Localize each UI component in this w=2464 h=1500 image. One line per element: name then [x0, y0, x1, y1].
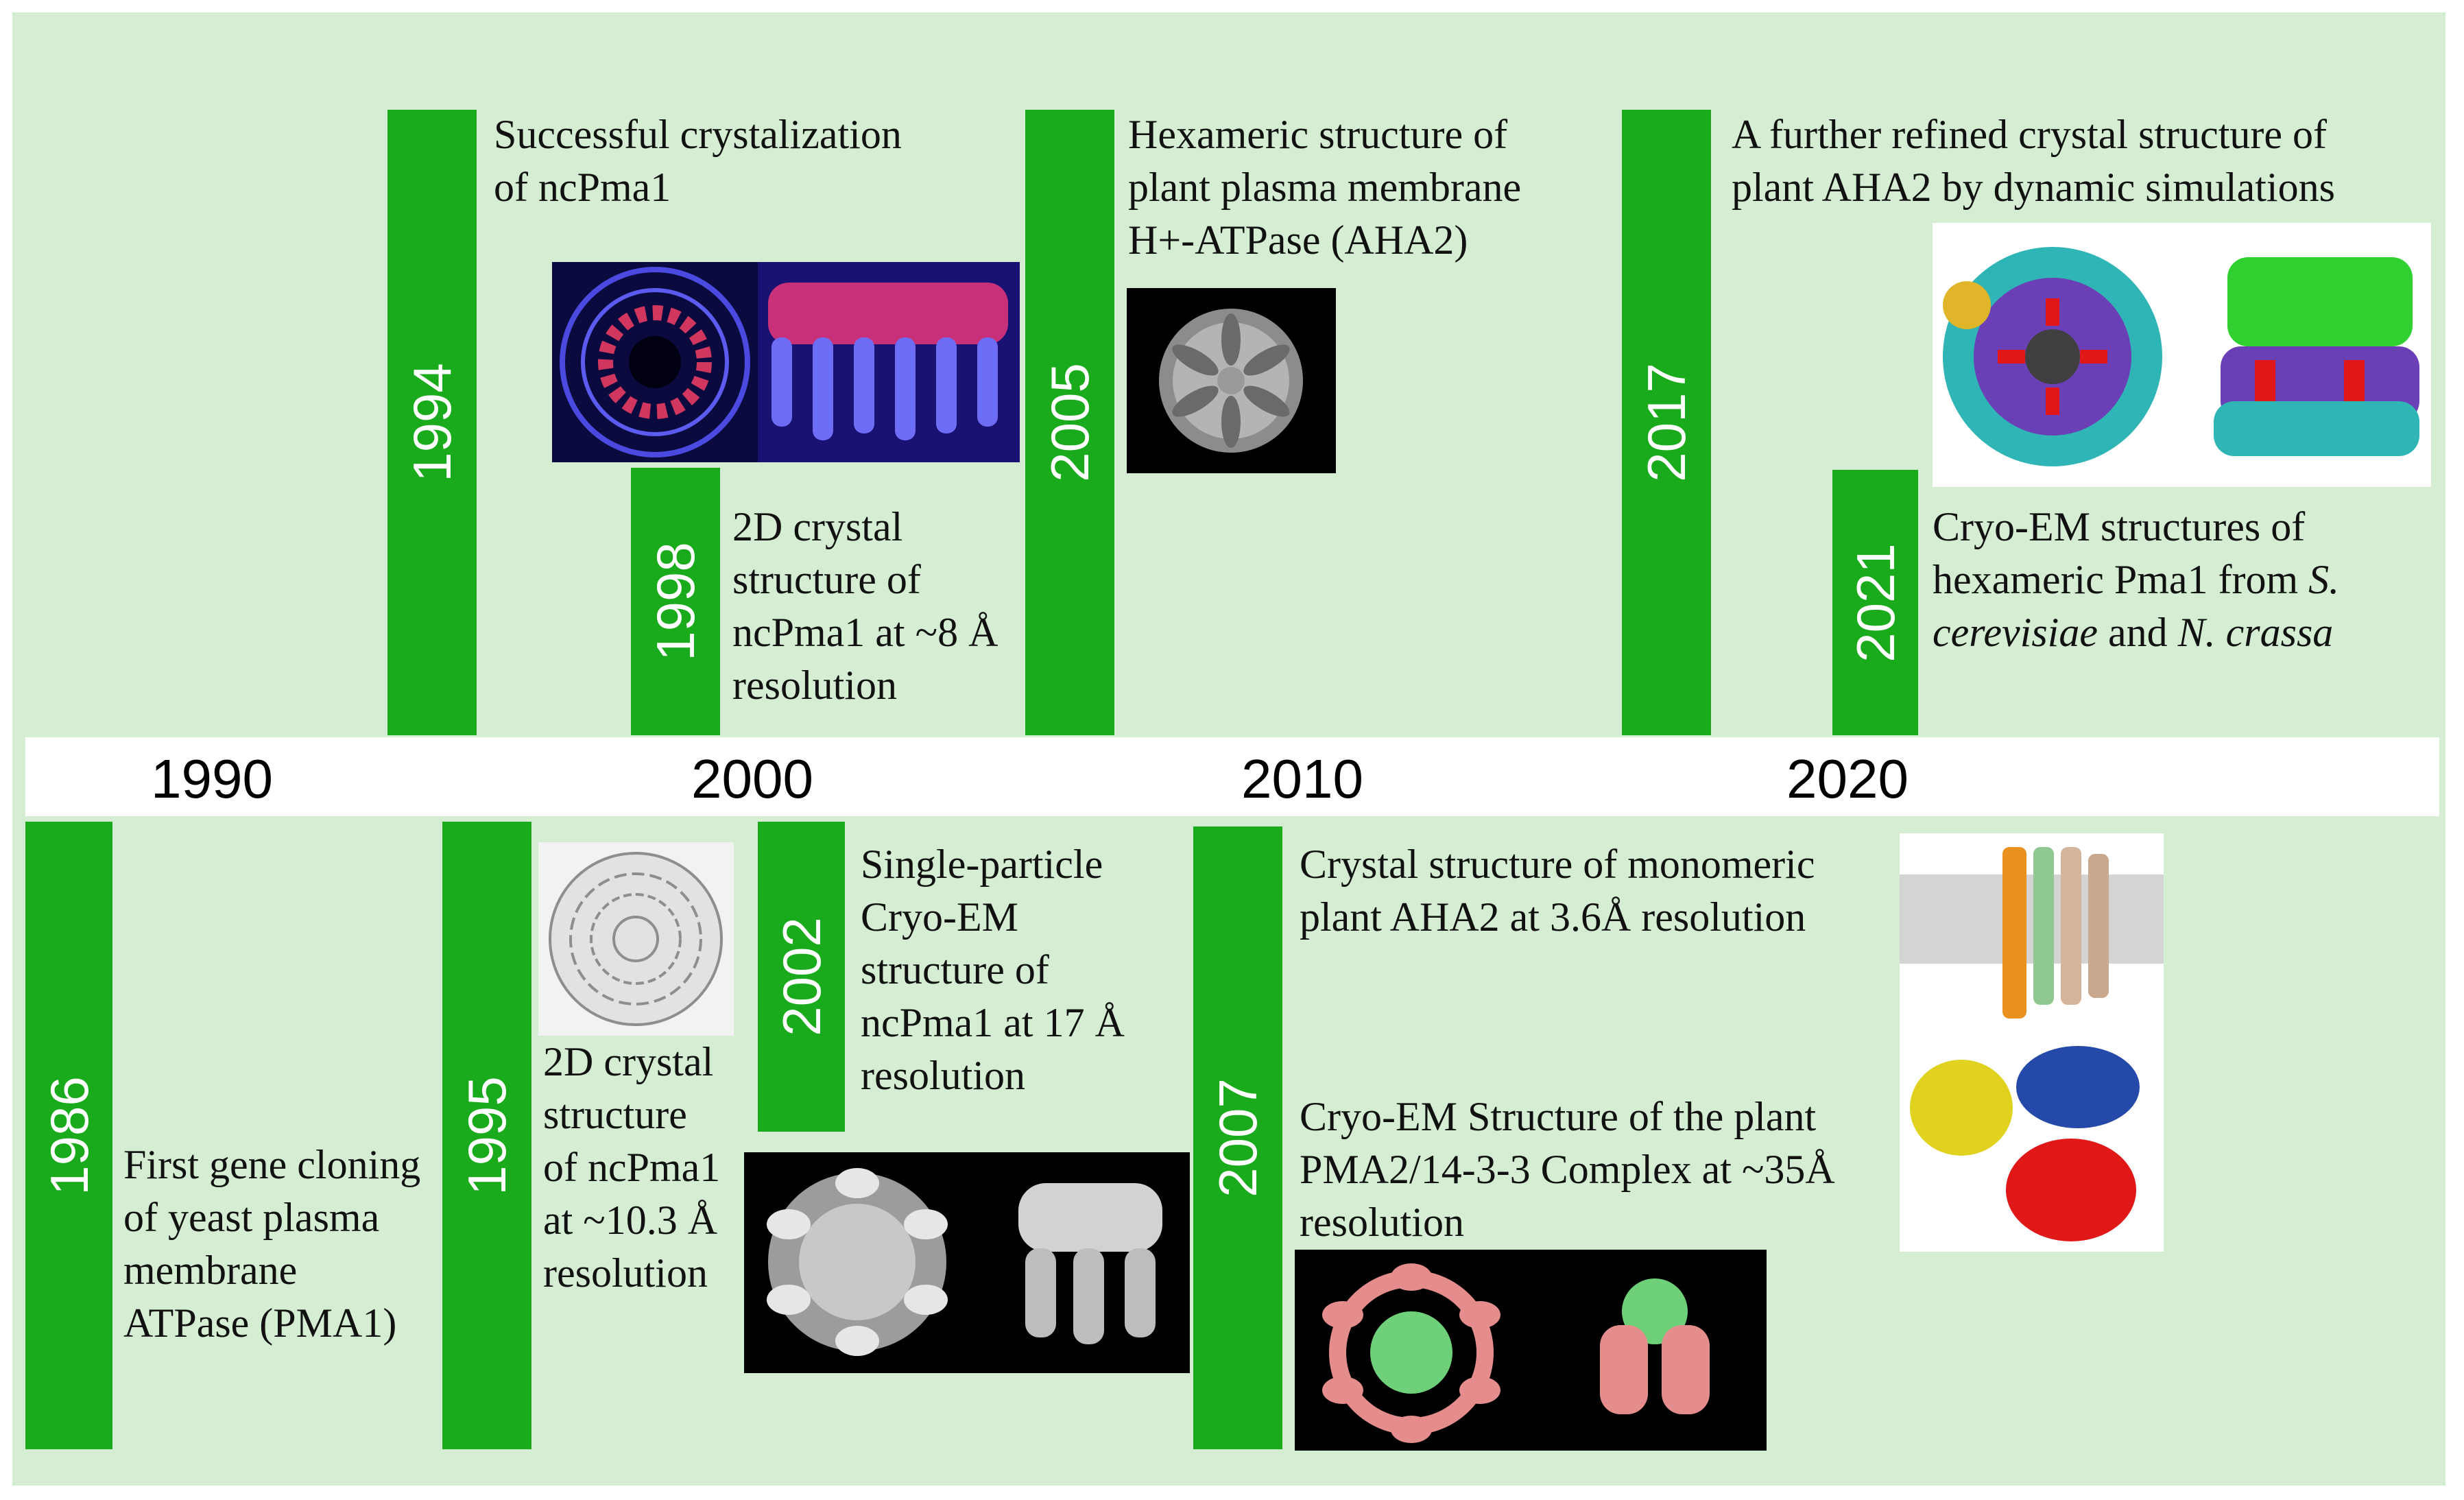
event-2002-text: Single-particle Cryo-EM structure of ncP…: [861, 838, 1125, 1102]
aha2-refined-structure-image: [1933, 223, 2431, 487]
event-1994-text: Successful crystalization of ncPma1: [494, 108, 902, 214]
event-2021-species-cerevisiae: cerevisiae: [1933, 610, 2098, 655]
event-2007-text-a: Crystal structure of monomeric plant AHA…: [1300, 838, 1815, 944]
aha2-hexamer-image: [1127, 288, 1336, 473]
decade-label-2010: 2010: [1241, 748, 1363, 809]
event-2007-line-4: PMA2/14-3-3 Complex at ~35Å: [1300, 1147, 1835, 1192]
year-label-2007: 2007: [1208, 1078, 1268, 1198]
ncPma1-side-map-image: [758, 262, 1020, 462]
year-bar-2005: 2005: [1025, 110, 1114, 735]
year-bar-2021: 2021: [1832, 470, 1918, 735]
ncPma1-2d-map-image: [552, 262, 758, 462]
event-2021-line-2-roman: hexameric Pma1 from: [1933, 557, 2309, 602]
event-1995-line-1: 2D crystal: [543, 1039, 714, 1084]
event-1998-line-2: structure of: [732, 557, 921, 602]
event-2021-species-ncrassa: N. crassa: [2177, 610, 2334, 655]
event-1995-line-5: resolution: [543, 1250, 708, 1296]
year-label-1995: 1995: [457, 1075, 517, 1195]
event-2021-text: Cryo-EM structures of hexameric Pma1 fro…: [1933, 501, 2339, 659]
event-2005-line-3: H+-ATPase (AHA2): [1128, 217, 1468, 263]
event-1986-line-3: membrane: [123, 1248, 298, 1293]
event-1998-line-1: 2D crystal: [732, 504, 903, 549]
year-bar-2002: 2002: [758, 822, 845, 1132]
event-1994-line-1: Successful crystalization: [494, 112, 902, 157]
event-2002-line-3: structure of: [861, 947, 1049, 992]
year-label-2002: 2002: [771, 917, 832, 1036]
event-2017-text: A further refined crystal structure of p…: [1732, 108, 2335, 214]
year-bar-1995: 1995: [442, 822, 531, 1449]
decade-label-2020: 2020: [1786, 748, 1909, 809]
event-2007-line-2: plant AHA2 at 3.6Å resolution: [1300, 894, 1806, 940]
year-bar-1998: 1998: [631, 468, 720, 735]
year-label-2021: 2021: [1845, 543, 1906, 663]
event-2005-text: Hexameric structure of plant plasma memb…: [1128, 108, 1521, 267]
ncPma1-10A-map-image: [538, 842, 734, 1036]
event-2002-line-2: Cryo-EM: [861, 894, 1018, 940]
event-2017-line-1: A further refined crystal structure of: [1732, 112, 2327, 157]
year-label-2017: 2017: [1636, 363, 1697, 482]
event-2021-line-2: hexameric Pma1 from S.: [1933, 553, 2339, 606]
year-label-1986: 1986: [38, 1075, 99, 1195]
year-bar-2007: 2007: [1193, 826, 1282, 1449]
event-2007-line-5: resolution: [1300, 1200, 1464, 1245]
event-2021-and: and: [2097, 610, 2178, 655]
year-bar-1986: 1986: [25, 822, 112, 1449]
event-1998-line-4: resolution: [732, 663, 897, 708]
event-2021-line-3: cerevisiae and N. crassa: [1933, 606, 2339, 659]
timeline-axis: [25, 737, 2439, 816]
event-1995-line-2: structure: [543, 1092, 687, 1137]
decade-label-1990: 1990: [151, 748, 273, 809]
event-2017-line-2: plant AHA2 by dynamic simulations: [1732, 165, 2335, 210]
event-2007-text-b: Cryo-EM Structure of the plant PMA2/14-3…: [1300, 1091, 1835, 1249]
year-bar-2017: 2017: [1622, 110, 1711, 735]
year-bar-1994: 1994: [387, 110, 477, 735]
event-1998-line-3: ncPma1 at ~8 Å: [732, 610, 998, 655]
event-1986-line-2: of yeast plasma: [123, 1195, 380, 1240]
event-1998-text: 2D crystal structure of ncPma1 at ~8 Å r…: [732, 501, 998, 712]
event-1995-line-3: of ncPma1: [543, 1145, 721, 1190]
event-2007-line-1: Crystal structure of monomeric: [1300, 842, 1815, 887]
aha2-monomer-ribbon-image: [1900, 833, 2164, 1252]
event-2005-line-1: Hexameric structure of: [1128, 112, 1508, 157]
event-1995-text: 2D crystal structure of ncPma1 at ~10.3 …: [543, 1036, 720, 1300]
year-label-2005: 2005: [1040, 363, 1100, 482]
event-2002-line-5: resolution: [861, 1053, 1025, 1098]
event-1986-text: First gene cloning of yeast plasma membr…: [123, 1139, 420, 1350]
decade-label-2000: 2000: [691, 748, 813, 809]
event-2021-line-2-italic: S.: [2308, 557, 2340, 602]
event-2005-line-2: plant plasma membrane: [1128, 165, 1522, 210]
event-2002-line-4: ncPma1 at 17 Å: [861, 1000, 1125, 1045]
year-label-1994: 1994: [402, 363, 462, 482]
year-label-1998: 1998: [645, 542, 706, 661]
event-1994-line-2: of ncPma1: [494, 165, 671, 210]
pma2-1433-complex-image: [1295, 1250, 1767, 1451]
event-1995-line-4: at ~10.3 Å: [543, 1198, 718, 1243]
event-1986-line-4: ATPase (PMA1): [123, 1300, 397, 1346]
event-1986-line-1: First gene cloning: [123, 1142, 421, 1187]
event-2007-line-3: Cryo-EM Structure of the plant: [1300, 1094, 1817, 1139]
event-2021-line-1: Cryo-EM structures of: [1933, 504, 2306, 549]
ncPma1-cryoem-image: [744, 1152, 1190, 1373]
event-2002-line-1: Single-particle: [861, 842, 1103, 887]
